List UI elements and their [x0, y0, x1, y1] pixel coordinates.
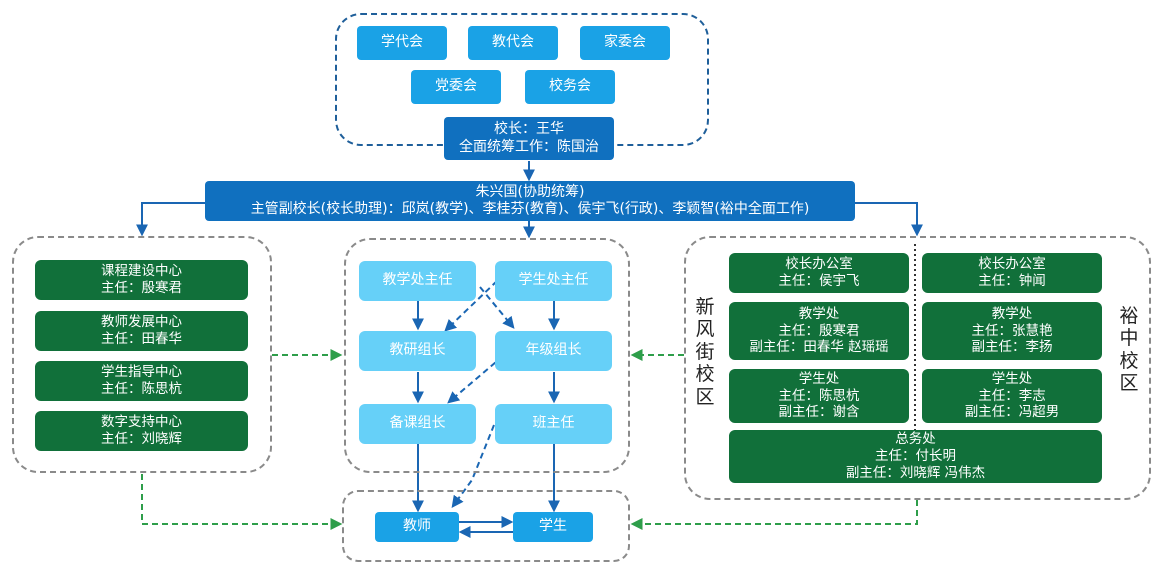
- principal-overall: 全面统筹工作：陈国治: [459, 138, 599, 155]
- party-committee: 党委会: [411, 70, 501, 104]
- dept-name: 教学处: [991, 305, 1033, 322]
- dept-head: 主任：李志: [978, 387, 1046, 404]
- principal-name: 校长：王华: [494, 121, 564, 137]
- center-name: 数字支持中心: [101, 414, 182, 431]
- dept-head: 主任：付长明: [875, 448, 956, 465]
- label-char: 中: [1119, 327, 1139, 350]
- centers-group: [12, 236, 272, 473]
- yuzhong-office: 校长办公室 主任：钟闻: [922, 253, 1102, 293]
- school-affairs-committee: 校务会: [525, 70, 615, 104]
- general-affairs: 总务处 主任：付长明 副主任：刘晓辉 冯伟杰: [729, 430, 1102, 483]
- dept-deputy: 副主任：田春华 赵瑶瑶: [749, 339, 889, 356]
- yuzhong-teaching: 教学处 主任：张慧艳 副主任：李扬: [922, 302, 1102, 360]
- dept-name: 总务处: [895, 431, 936, 448]
- label-char: 区: [695, 385, 715, 408]
- dept-head: 主任：张慧艳: [971, 322, 1053, 339]
- student-box: 学生: [513, 512, 593, 542]
- label-char: 风: [695, 318, 715, 341]
- bottom-group: [342, 490, 630, 562]
- center-head: 主任：田春华: [101, 331, 182, 347]
- yuzhong-student: 学生处 主任：李志 副主任：冯超男: [922, 369, 1102, 423]
- dept-deputy: 副主任：刘晓辉 冯伟杰: [845, 464, 986, 481]
- dept-head: 主任：钟闻: [978, 273, 1046, 289]
- dept-name: 学生处: [991, 370, 1033, 387]
- center-name: 课程建设中心: [101, 263, 182, 280]
- student-dir-to-research-dashed: [444, 280, 498, 332]
- left-to-bottom-dashed: [141, 474, 343, 530]
- vice-coordinator: 朱兴国(协助统筹): [475, 183, 585, 200]
- teaching-director: 教学处主任: [359, 261, 476, 301]
- dept-name: 教学处: [798, 305, 840, 322]
- principal-box: 校长：王华 全面统筹工作：陈国治: [444, 117, 614, 160]
- research-leader: 教研组长: [359, 331, 476, 371]
- label-char: 校: [1119, 349, 1139, 372]
- yuzhong-campus-label: 裕 中 校 区: [1117, 305, 1141, 395]
- vice-to-left-arrow: [136, 202, 205, 237]
- dept-name: 校长办公室: [785, 256, 853, 273]
- vice-to-right-arrow: [855, 202, 923, 237]
- grade-to-lesson-dashed: [447, 355, 504, 404]
- xinfeng-teaching: 教学处 主任：殷寒君 副主任：田春华 赵瑶瑶: [729, 302, 909, 360]
- middle-group: [344, 238, 630, 473]
- label-char: 新: [695, 296, 715, 318]
- dept-deputy: 副主任：冯超男: [964, 404, 1060, 421]
- label-char: 裕: [1119, 305, 1139, 327]
- center-head: 主任：刘晓辉: [101, 431, 182, 447]
- council-teacher: 教代会: [468, 26, 558, 60]
- class-teacher: 班主任: [495, 404, 612, 444]
- center-head: 主任：殷寒君: [101, 280, 182, 296]
- dept-name: 校长办公室: [978, 256, 1046, 273]
- xinfeng-student: 学生处 主任：陈思杭 副主任：谢含: [729, 369, 909, 423]
- lesson-leader: 备课组长: [359, 404, 476, 444]
- teacher-box: 教师: [375, 512, 459, 542]
- label-char: 校: [695, 363, 715, 386]
- center-name: 学生指导中心: [101, 364, 182, 381]
- grade-leader: 年级组长: [495, 331, 612, 371]
- vice-principal-box: 朱兴国(协助统筹) 主管副校长(校长助理)：邱岚(教学)、李桂芬(教育)、侯宇飞…: [205, 181, 855, 221]
- council-student: 学代会: [357, 26, 447, 60]
- center-teacher-development: 教师发展中心 主任：田春华: [35, 311, 248, 351]
- center-digital-support: 数字支持中心 主任：刘晓辉: [35, 411, 248, 451]
- xinfeng-office: 校长办公室 主任：侯宇飞: [729, 253, 909, 293]
- vice-list: 主管副校长(校长助理)：邱岚(教学)、李桂芬(教育)、侯宇飞(行政)、李颖智(裕…: [250, 201, 810, 217]
- student-director: 学生处主任: [495, 261, 612, 301]
- center-student-guidance: 学生指导中心 主任：陈思杭: [35, 361, 248, 401]
- teaching-dir-to-grade-dashed: [479, 286, 515, 329]
- dept-deputy: 副主任：李扬: [971, 339, 1053, 356]
- dept-name: 学生处: [798, 370, 840, 387]
- dept-head: 主任：陈思杭: [778, 387, 860, 404]
- right-to-bottom-dashed: [630, 500, 918, 530]
- campus-group: [684, 236, 1151, 500]
- dept-head: 主任：侯宇飞: [778, 273, 860, 289]
- center-name: 教师发展中心: [101, 314, 182, 331]
- center-head: 主任：陈思杭: [101, 381, 182, 397]
- xinfeng-campus-label: 新 风 街 校 区: [693, 296, 717, 408]
- label-char: 区: [1119, 372, 1139, 395]
- dept-deputy: 副主任：谢含: [778, 404, 860, 421]
- center-curriculum: 课程建设中心 主任：殷寒君: [35, 260, 248, 300]
- council-parent: 家委会: [580, 26, 670, 60]
- dept-head: 主任：殷寒君: [778, 322, 860, 339]
- label-char: 街: [695, 340, 715, 363]
- class-to-teacher-dashed: [451, 424, 495, 508]
